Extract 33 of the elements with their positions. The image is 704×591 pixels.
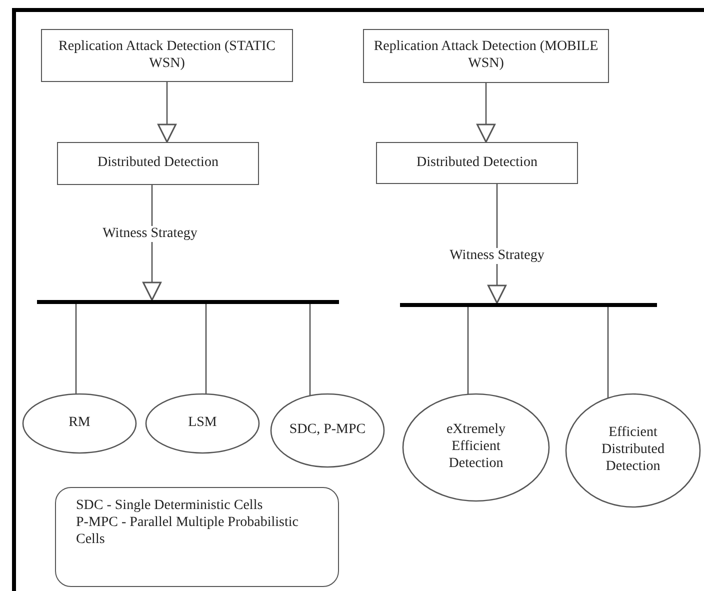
arrow xyxy=(476,83,496,143)
ellipse-node xyxy=(146,394,259,453)
process-box xyxy=(376,142,578,184)
process-box xyxy=(363,29,609,83)
ellipse-node xyxy=(566,394,700,507)
node-label: Distributed Detection xyxy=(416,154,538,172)
node-label: RM xyxy=(68,415,90,432)
process-box xyxy=(57,142,259,185)
note-box xyxy=(55,487,339,587)
node-label: Replication Attack Detection (STATIC WSN) xyxy=(58,38,276,72)
connector-line xyxy=(467,307,469,394)
bus-bar xyxy=(400,303,657,307)
node-label: SDC, P-MPC xyxy=(289,422,366,439)
connector-line xyxy=(309,304,311,396)
node-label: Distributed Detection xyxy=(98,155,218,172)
connector-line xyxy=(607,307,609,398)
edge-label: Witness Strategy xyxy=(448,248,546,264)
note-text: SDC - Single Deterministic Cells xyxy=(76,498,263,515)
node-label: LSM xyxy=(188,415,217,432)
bus-bar xyxy=(37,300,339,304)
connector-line xyxy=(205,304,207,394)
ellipse-node xyxy=(271,394,384,467)
node-label: Efficient Distributed Detection xyxy=(600,425,666,476)
arrow xyxy=(158,82,176,143)
node-label: eXtremely Efficient Detection xyxy=(445,422,507,473)
edge-label: Witness Strategy xyxy=(100,226,200,242)
process-box xyxy=(41,29,293,82)
connector-line xyxy=(75,304,77,394)
ellipse-node xyxy=(403,394,549,501)
node-label: Replication Attack Detection (MOBILE WSN) xyxy=(372,39,600,73)
arrow xyxy=(488,184,506,304)
ellipse-node xyxy=(23,394,136,453)
note-text: P-MPC - Parallel Multiple Probabilistic Cells xyxy=(76,514,300,548)
